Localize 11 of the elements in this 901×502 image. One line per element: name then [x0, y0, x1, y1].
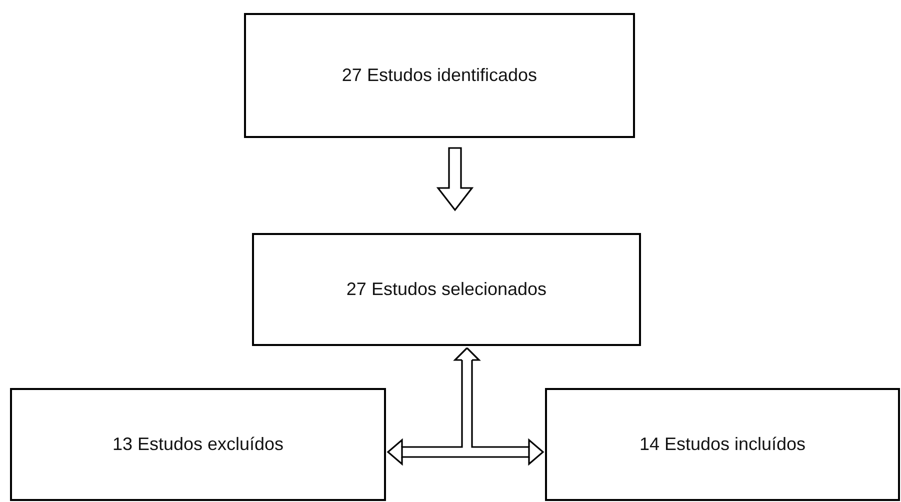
block-arrow	[387, 347, 468, 465]
process-box	[10, 388, 386, 501]
box-label: 14 Estudos incluídos	[639, 434, 806, 455]
block-arrow	[466, 347, 544, 465]
block-arrow	[436, 147, 474, 212]
box-label: 13 Estudos excluídos	[112, 434, 284, 455]
process-box	[244, 13, 635, 138]
process-box	[252, 233, 641, 346]
box-label: 27 Estudos selecionados	[346, 279, 547, 300]
process-box	[545, 388, 900, 501]
box-label: 27 Estudos identificados	[342, 65, 538, 86]
